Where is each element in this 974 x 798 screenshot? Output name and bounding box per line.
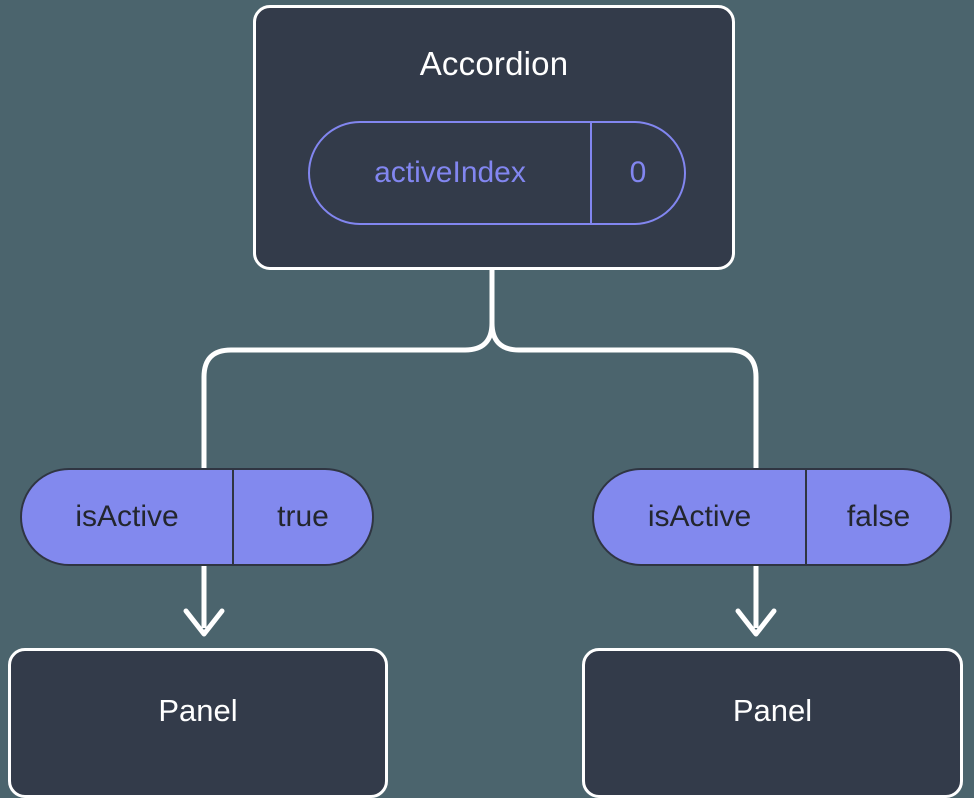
is-active-value-right: false (846, 500, 911, 533)
is-active-key-left: isActive (22, 470, 234, 564)
panel-component-node-right[interactable]: Panel (582, 648, 963, 798)
accordion-title: Accordion (419, 45, 569, 82)
panel-title-left: Panel (158, 693, 238, 728)
fork-connector-right (489, 267, 759, 471)
accordion-component-node[interactable]: Accordion activeIndex 0 (253, 5, 735, 270)
active-index-value: 0 (629, 156, 647, 189)
active-index-state-pill[interactable]: activeIndex 0 (308, 121, 686, 225)
panel-title-right: Panel (732, 693, 813, 728)
fork-connector (201, 267, 495, 471)
arrow-head-right (735, 608, 777, 637)
active-index-key: activeIndex (310, 123, 592, 223)
diagram-canvas: Accordion activeIndex 0 isActive true is… (8, 5, 963, 798)
is-active-false-prop-pill[interactable]: isActive false (592, 468, 952, 566)
panel-component-node-left[interactable]: Panel (8, 648, 388, 798)
is-active-true-prop-pill[interactable]: isActive true (20, 468, 374, 566)
is-active-value-left: true (277, 500, 329, 533)
is-active-key-right: isActive (594, 470, 807, 564)
arrow-head-left (183, 608, 225, 637)
